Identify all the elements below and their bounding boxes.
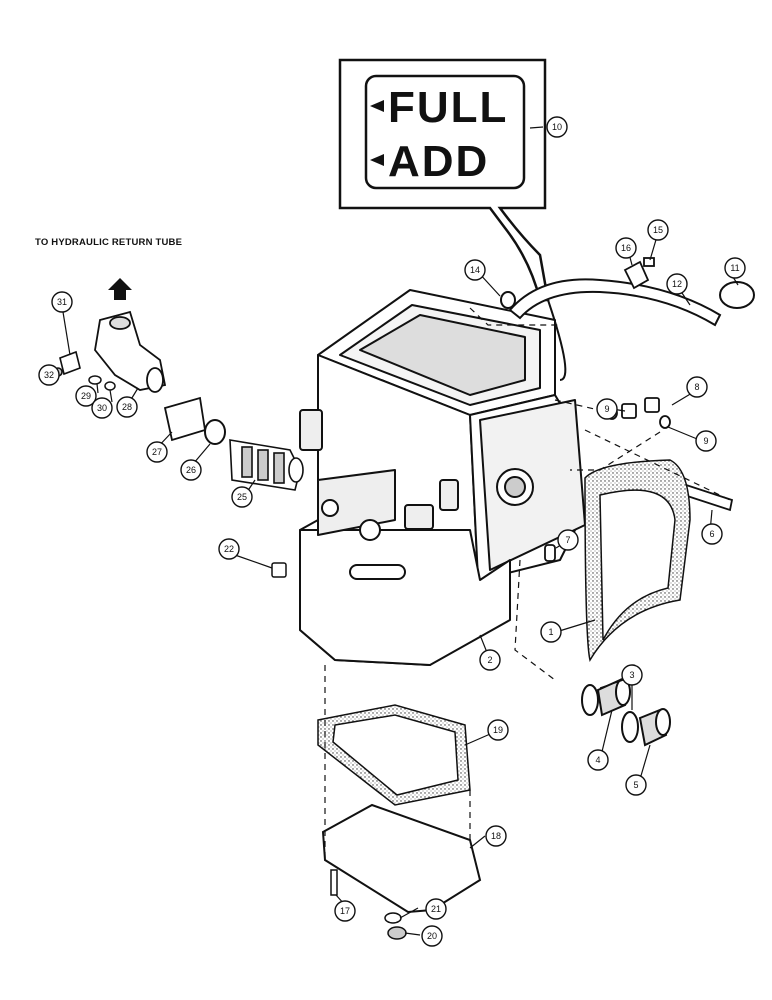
svg-text:10: 10 xyxy=(552,122,562,132)
o-ring-14 xyxy=(500,291,516,309)
callout-28: 28 xyxy=(116,396,138,418)
svg-text:12: 12 xyxy=(672,279,682,289)
svg-text:2: 2 xyxy=(487,655,492,665)
callout-12: 12 xyxy=(666,273,688,295)
caption-hydraulic-return: TO HYDRAULIC RETURN TUBE xyxy=(35,237,183,248)
decal-panel: FULL ADD xyxy=(338,58,567,381)
svg-text:25: 25 xyxy=(237,492,247,502)
filter-screen-25 xyxy=(229,439,304,491)
callout-14: 14 xyxy=(464,259,486,281)
callout-16: 16 xyxy=(615,237,637,259)
gasket-1 xyxy=(584,459,691,662)
svg-text:26: 26 xyxy=(186,465,196,475)
callout-8: 8 xyxy=(686,376,708,398)
gasket-19 xyxy=(317,704,471,806)
callouts: 10 11 12 16 15 14 8 9 9 6 7 1 2 3 4 5 19… xyxy=(38,116,746,947)
plug-22 xyxy=(271,562,287,578)
callout-10: 10 xyxy=(546,116,568,138)
callout-32: 32 xyxy=(38,364,60,386)
callout-27: 27 xyxy=(146,441,168,463)
svg-text:1: 1 xyxy=(548,627,553,637)
washer-21 xyxy=(384,912,402,924)
callout-19: 19 xyxy=(487,719,509,741)
clamp-26 xyxy=(204,419,226,445)
svg-text:7: 7 xyxy=(565,535,570,545)
callout-15: 15 xyxy=(647,219,669,241)
dowel-7 xyxy=(544,544,556,562)
callout-4: 4 xyxy=(587,749,609,771)
svg-text:18: 18 xyxy=(491,831,501,841)
svg-text:32: 32 xyxy=(44,370,54,380)
up-arrow-icon xyxy=(108,278,132,300)
callout-9b: 9 xyxy=(695,430,717,452)
svg-text:8: 8 xyxy=(694,382,699,392)
svg-text:22: 22 xyxy=(224,544,234,554)
callout-5: 5 xyxy=(625,774,647,796)
svg-text:17: 17 xyxy=(340,906,350,916)
svg-text:20: 20 xyxy=(427,931,437,941)
svg-text:6: 6 xyxy=(709,529,714,539)
callout-11: 11 xyxy=(724,257,746,279)
callout-2: 2 xyxy=(479,649,501,671)
svg-text:28: 28 xyxy=(122,402,132,412)
callout-30: 30 xyxy=(91,397,113,419)
decal-add-label: ADD xyxy=(388,137,489,186)
svg-text:4: 4 xyxy=(595,755,600,765)
callout-3: 3 xyxy=(621,664,643,686)
hydraulic-elbow xyxy=(94,310,167,393)
svg-text:15: 15 xyxy=(653,225,663,235)
callout-21: 21 xyxy=(425,898,447,920)
svg-text:19: 19 xyxy=(493,725,503,735)
transmission-housing xyxy=(299,289,586,666)
callout-6: 6 xyxy=(701,523,723,545)
breather-tube xyxy=(508,278,755,327)
parts-29-30 xyxy=(88,375,116,391)
cover-plate-18 xyxy=(321,803,482,914)
callout-9a: 9 xyxy=(596,398,618,420)
svg-text:9: 9 xyxy=(604,404,609,414)
callout-1: 1 xyxy=(540,621,562,643)
decal-full-label: FULL xyxy=(388,83,508,132)
bolt-17 xyxy=(330,869,338,896)
callout-26: 26 xyxy=(180,459,202,481)
callout-31: 31 xyxy=(51,291,73,313)
callout-29: 29 xyxy=(75,385,97,407)
svg-text:3: 3 xyxy=(629,670,634,680)
callout-25: 25 xyxy=(231,486,253,508)
svg-text:16: 16 xyxy=(621,243,631,253)
nut-20 xyxy=(387,926,407,940)
callout-7: 7 xyxy=(557,529,579,551)
callout-17: 17 xyxy=(334,900,356,922)
callout-20: 20 xyxy=(421,925,443,947)
svg-text:11: 11 xyxy=(730,263,739,273)
svg-text:31: 31 xyxy=(57,297,67,307)
bearing-set xyxy=(581,678,671,747)
callout-18: 18 xyxy=(485,825,507,847)
svg-text:29: 29 xyxy=(81,391,91,401)
tube-clamp xyxy=(623,257,655,290)
svg-text:9: 9 xyxy=(703,436,708,446)
svg-text:14: 14 xyxy=(470,265,480,275)
svg-text:27: 27 xyxy=(152,447,162,457)
svg-text:5: 5 xyxy=(633,780,638,790)
svg-text:30: 30 xyxy=(97,403,107,413)
callout-22: 22 xyxy=(218,538,240,560)
svg-text:21: 21 xyxy=(431,904,441,914)
